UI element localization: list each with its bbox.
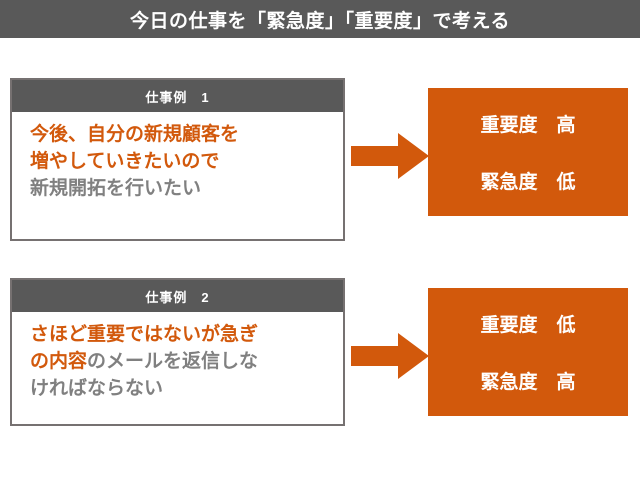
work-example-card-2: 仕事例 2 さほど重要ではないが急ぎ の内容のメールを返信しな ければならない xyxy=(10,278,345,426)
work-example-card-2-header: 仕事例 2 xyxy=(12,280,343,312)
work-example-card-1-header-label: 仕事例 1 xyxy=(145,89,210,105)
work-example-card-2-line-3: ければならない xyxy=(30,376,331,403)
work-example-card-2-line-2: の内容のメールを返信しな xyxy=(30,349,331,376)
work-example-card-1: 仕事例 1 今後、自分の新規顧客を 増やしていきたいので 新規開拓を行いたい xyxy=(10,78,345,241)
result-box-1-urgency: 緊急度 低 xyxy=(480,172,576,193)
page-title: 今日の仕事を「緊急度」「重要度」で考える xyxy=(130,10,510,32)
work-example-card-1-line-1-orange: 今後、自分の新規顧客を xyxy=(30,124,240,145)
result-box-2: 重要度 低 緊急度 高 xyxy=(428,288,628,416)
work-example-card-2-line-2-orange: の内容 xyxy=(30,350,88,372)
work-example-card-2-body: さほど重要ではないが急ぎ の内容のメールを返信しな ければならない xyxy=(12,312,343,403)
result-box-1: 重要度 高 緊急度 低 xyxy=(428,88,628,216)
right-arrow-icon-2 xyxy=(351,333,429,379)
result-box-1-importance: 重要度 高 xyxy=(480,115,576,136)
work-example-card-2-line-1-orange: さほど重要ではないが急ぎ xyxy=(30,324,259,345)
work-example-card-2-header-label: 仕事例 2 xyxy=(145,289,210,305)
result-box-2-urgency: 緊急度 高 xyxy=(480,372,576,393)
slide-title-bar: 今日の仕事を「緊急度」「重要度」で考える xyxy=(0,0,640,38)
work-example-card-1-line-3-gray: 新規開拓を行いたい xyxy=(30,177,202,199)
work-example-card-2-line-1: さほど重要ではないが急ぎ xyxy=(30,322,331,349)
work-example-card-1-line-2-orange: 増やしていきたいので xyxy=(30,150,220,172)
work-example-card-1-body: 今後、自分の新規顧客を 増やしていきたいので 新規開拓を行いたい xyxy=(12,112,343,203)
work-example-card-1-line-3: 新規開拓を行いたい xyxy=(30,176,331,203)
work-example-card-1-header: 仕事例 1 xyxy=(12,80,343,112)
work-example-card-1-line-1: 今後、自分の新規顧客を xyxy=(30,122,331,149)
work-example-card-2-line-2-gray: のメールを返信しな xyxy=(87,350,259,372)
work-example-card-1-line-2: 増やしていきたいので xyxy=(30,149,331,176)
right-arrow-icon-1 xyxy=(351,133,429,179)
work-example-card-2-line-3-gray: ければならない xyxy=(30,377,164,399)
result-box-2-importance: 重要度 低 xyxy=(480,315,576,336)
